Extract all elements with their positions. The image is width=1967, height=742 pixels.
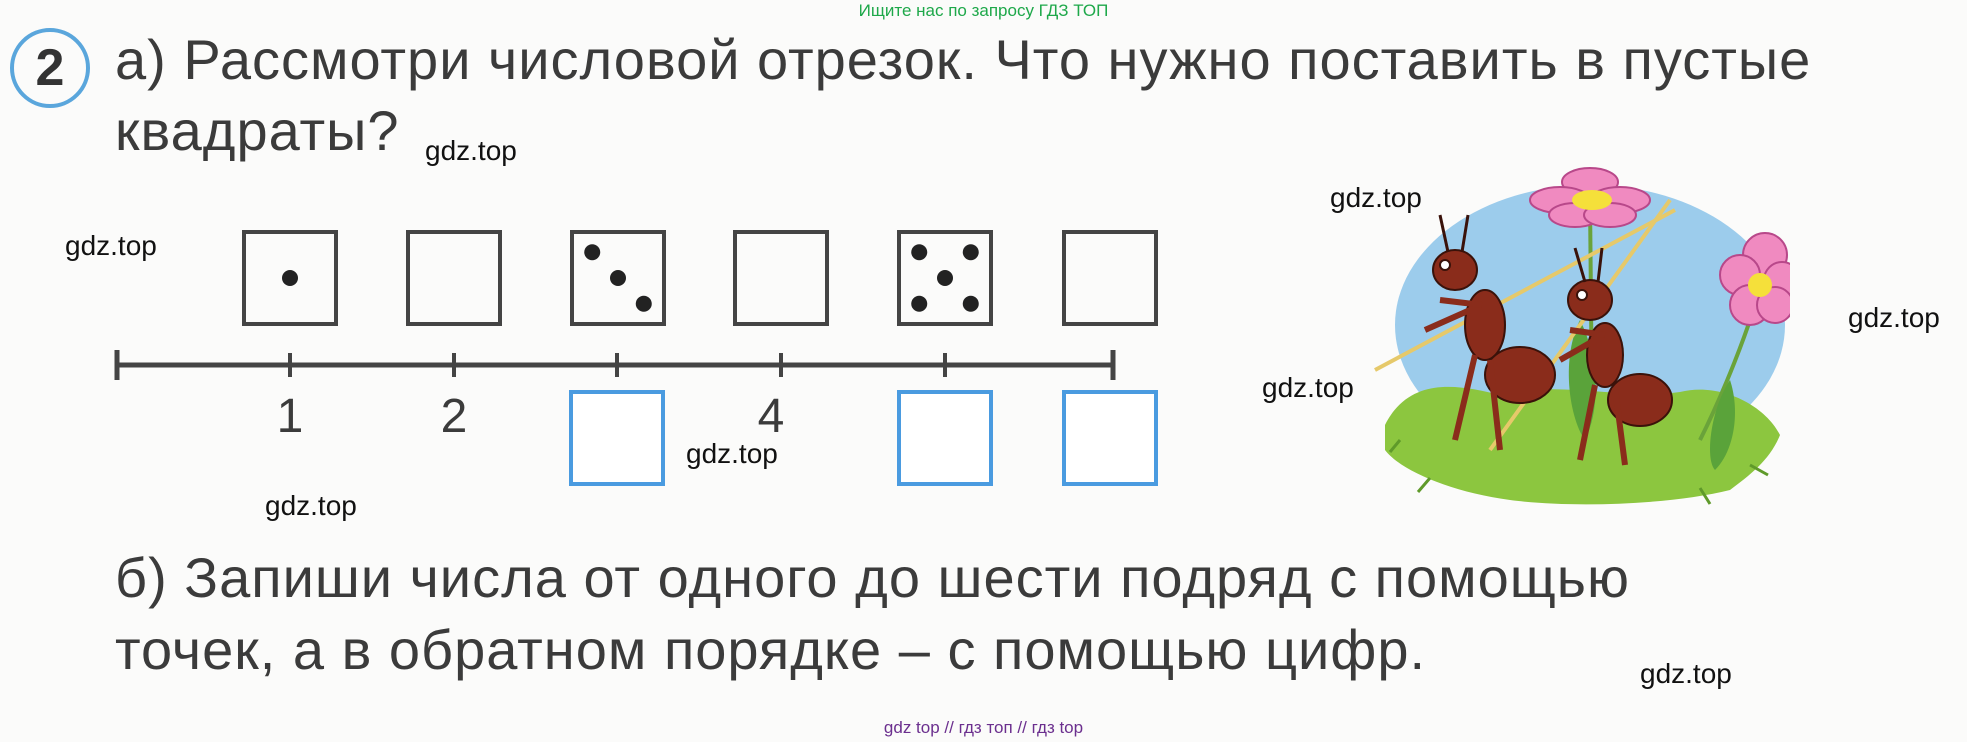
task-number-badge: 2 xyxy=(10,28,90,108)
tick-label-1: 1 xyxy=(277,390,304,443)
leaf-2 xyxy=(1710,380,1735,470)
number-line-labels: 1 2 4 xyxy=(277,390,1158,486)
watermark-3: gdz.top xyxy=(1330,182,1422,213)
grass-blades xyxy=(1388,439,1769,505)
flower-1 xyxy=(1529,167,1651,228)
die-box-4 xyxy=(733,230,829,326)
watermark-4: gdz.top xyxy=(1848,302,1940,333)
stick-2 xyxy=(1488,198,1672,452)
ants-illustration xyxy=(1374,167,1790,505)
part-b-line-2: точек, а в обратном порядке – с помощью … xyxy=(115,618,1427,681)
die-dot xyxy=(962,295,979,312)
answer-box-3 xyxy=(569,390,665,486)
die-dot xyxy=(937,270,953,286)
die-box-5 xyxy=(897,230,993,326)
die-dot xyxy=(282,270,298,286)
part-a-line-2: квадраты? xyxy=(115,99,400,162)
task-number: 2 xyxy=(35,39,65,97)
die-box-3 xyxy=(570,230,666,326)
die-dot xyxy=(911,295,928,312)
number-line-ticks xyxy=(288,353,947,377)
die-dot xyxy=(584,244,601,261)
die-dot xyxy=(635,295,652,312)
answer-box-5 xyxy=(897,390,993,486)
die-box-2 xyxy=(406,230,502,326)
bottom-banner: gdz top // гдз топ // гдз top xyxy=(883,718,1084,737)
watermark-1: gdz.top xyxy=(425,135,517,166)
part-a-line-1: а) Рассмотри числовой отрезок. Что нужно… xyxy=(115,28,1812,91)
tick-label-2: 2 xyxy=(441,390,468,443)
watermark-8: gdz.top xyxy=(1640,658,1732,689)
die-dot xyxy=(610,270,626,286)
top-banner: Ищите нас по запросу ГДЗ ТОП xyxy=(858,1,1109,20)
watermark-6: gdz.top xyxy=(686,438,778,469)
die-dot xyxy=(911,244,928,261)
part-b-line-1: б) Запиши числа от одного до шести подря… xyxy=(115,546,1630,609)
answer-box-6 xyxy=(1062,390,1158,486)
tick-label-4: 4 xyxy=(758,390,785,443)
die-box-1 xyxy=(242,230,338,326)
watermark-7: gdz.top xyxy=(265,490,357,521)
stick-1 xyxy=(1374,208,1676,372)
flower-2 xyxy=(1719,232,1790,326)
dice-row xyxy=(242,230,1158,326)
ant-2 xyxy=(1558,247,1673,466)
die-box-6 xyxy=(1062,230,1158,326)
ant-1 xyxy=(1423,214,1556,451)
die-dot xyxy=(962,244,979,261)
watermark-5: gdz.top xyxy=(1262,372,1354,403)
watermark-2: gdz.top xyxy=(65,230,157,261)
